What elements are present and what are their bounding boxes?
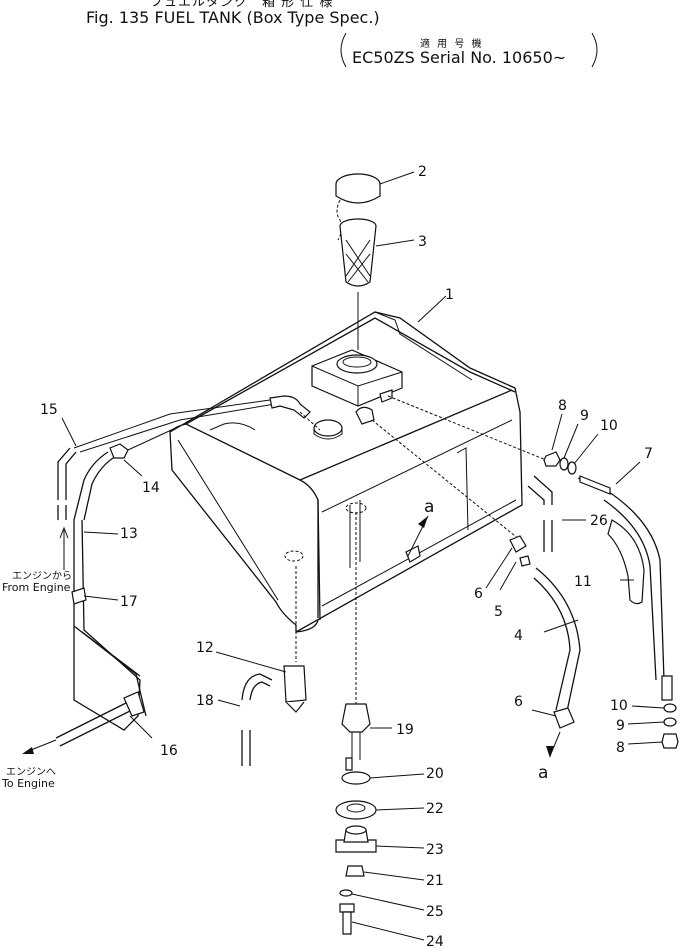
- level-gauge-rod: [387, 395, 673, 701]
- callout-24: 24: [426, 934, 444, 948]
- japanese-title: フュエルタンク 箱 形 仕 様: [150, 0, 334, 10]
- leader-lines: [61, 171, 665, 941]
- figure-title: Fig. 135 FUEL TANK (Box Type Spec.): [86, 8, 380, 27]
- flange: [335, 825, 377, 853]
- callout-8b: 8: [616, 740, 625, 756]
- callout-13: 13: [120, 526, 138, 542]
- callout-18: 18: [196, 693, 214, 709]
- applicable-model-label: 適 用 号 機: [420, 39, 484, 50]
- gasket: [341, 771, 371, 785]
- callout-10a: 10: [600, 418, 618, 434]
- protector: [607, 519, 645, 605]
- serial-number: EC50ZS Serial No. 10650~: [352, 48, 567, 67]
- callout-17: 17: [120, 594, 138, 610]
- callout-numbers: 1 2 3 4 5 6 6 7 8 8 9 9 10 10 11 12 13 1…: [40, 164, 653, 948]
- callout-2: 2: [418, 164, 427, 180]
- callout-6b: 6: [514, 694, 523, 710]
- fuel-return-line: [509, 535, 581, 729]
- from-engine-jp: エンジンから: [12, 570, 72, 582]
- ring-plate: [335, 800, 377, 820]
- callout-16: 16: [160, 743, 178, 759]
- callout-14: 14: [142, 480, 160, 496]
- callout-5: 5: [494, 604, 503, 620]
- callout-7: 7: [644, 446, 653, 462]
- washer: [339, 889, 353, 897]
- callout-10b: 10: [610, 698, 628, 714]
- return-hose: [57, 395, 321, 520]
- callout-8a: 8: [558, 398, 567, 414]
- callout-11: 11: [574, 574, 592, 590]
- nut-washer-set-upper: [543, 451, 577, 475]
- callout-26: 26: [590, 513, 608, 529]
- callout-15: 15: [40, 402, 58, 418]
- fuel-tank: [169, 311, 523, 634]
- callout-23: 23: [426, 842, 444, 858]
- callout-20: 20: [426, 766, 444, 782]
- nut-washer-set-lower: [661, 703, 679, 749]
- callout-21: 21: [426, 873, 444, 889]
- callout-9b: 9: [616, 718, 625, 734]
- drain-hose: [241, 673, 273, 766]
- ref-a-tank: a: [424, 497, 434, 517]
- callout-6a: 6: [474, 586, 483, 602]
- from-engine-label: From Engine: [2, 581, 71, 594]
- supply-hose: [55, 425, 181, 747]
- callout-3: 3: [418, 234, 427, 250]
- drain-valve: [283, 566, 307, 713]
- fuel-gauge-sender: [341, 512, 371, 771]
- callout-25: 25: [426, 904, 444, 920]
- bolt: [339, 903, 355, 935]
- paren-left: [340, 32, 347, 68]
- to-engine-label: To Engine: [1, 777, 55, 790]
- arrow-from-engine: [59, 526, 69, 570]
- vent-hose: [371, 419, 553, 552]
- to-engine-jp: エンジンへ: [6, 767, 56, 778]
- callout-22: 22: [426, 801, 444, 817]
- strainer: [339, 218, 377, 350]
- callout-12: 12: [196, 640, 214, 656]
- callout-9a: 9: [580, 408, 589, 424]
- nut: [345, 865, 365, 877]
- callout-1: 1: [445, 287, 454, 303]
- callout-19: 19: [396, 722, 414, 738]
- paren-right: [591, 32, 598, 68]
- filler-cap: [335, 173, 381, 241]
- callout-4: 4: [514, 628, 523, 644]
- arrow-to-engine: [22, 739, 57, 754]
- ref-a-line: a: [538, 763, 548, 783]
